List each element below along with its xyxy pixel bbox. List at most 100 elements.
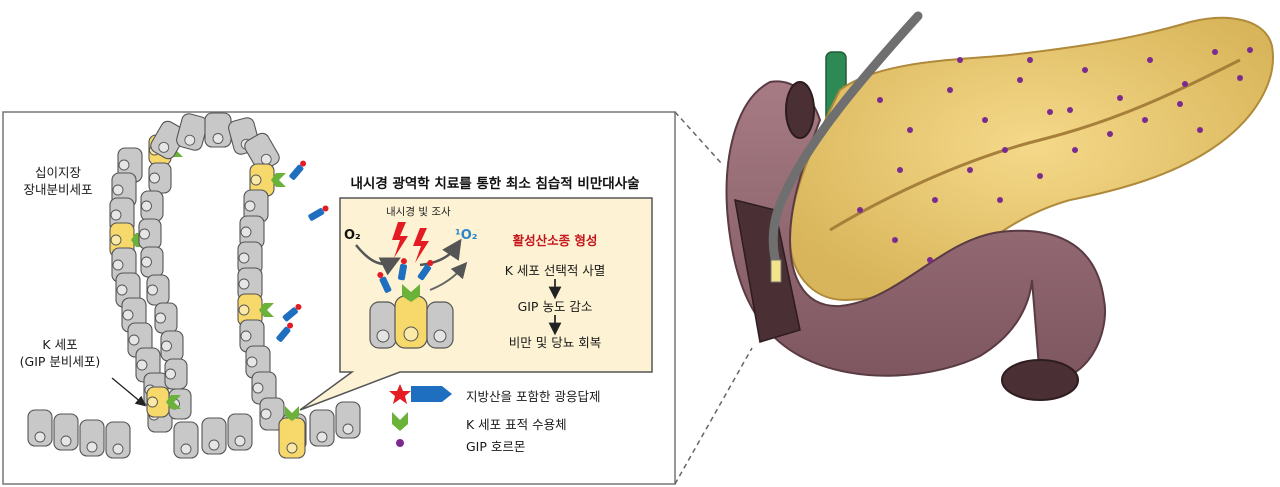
epithelial-cell [79, 419, 105, 457]
legend-photosensitizer-icon [389, 384, 452, 404]
photosensitizer-icon [289, 164, 304, 180]
islet-dot [967, 167, 973, 173]
islet-dot [1197, 127, 1203, 133]
k-cell [278, 417, 306, 459]
islet-dot [1247, 47, 1253, 53]
epithelial-cell [148, 162, 172, 194]
pancreas-islets [857, 47, 1253, 263]
photosensitizer-icon [282, 307, 298, 322]
oxygen-label: O₂ [344, 228, 361, 243]
light-bolt-icon [413, 228, 429, 263]
epithelial-cell [251, 371, 277, 405]
islet-dot [1002, 147, 1008, 153]
epithelial-cell [335, 401, 361, 439]
singlet-oxygen-label: ¹O₂ [455, 228, 478, 243]
legend-gip-hormone-icon [396, 439, 404, 447]
islet-dot [1047, 109, 1053, 115]
floating-photosensitizers [276, 160, 329, 342]
photosensitizer-star [287, 322, 294, 329]
islet-dot [907, 127, 913, 133]
islet-dot [1037, 173, 1043, 179]
islet-dot [1067, 107, 1073, 113]
epithelial-cell [243, 189, 269, 223]
inset-title: 내시경 광역학 치료를 통한 최소 침습적 비만대사술 [350, 176, 640, 192]
legend-receptor-icon [392, 412, 408, 431]
epithelial-cell [138, 218, 162, 250]
epithelial-cell [239, 215, 265, 249]
islet-dot [897, 167, 903, 173]
photosensitizer-icon [308, 208, 325, 221]
duodenum-opening [734, 198, 801, 343]
islet-dot [932, 197, 938, 203]
kcell-label-line1: K 세포 [42, 337, 78, 352]
singlet-oxygen-arrow [419, 238, 462, 267]
kcell-label: K 세포 (GIP 분비세포) [0, 336, 120, 370]
islet-dot [982, 117, 988, 123]
islet-dot [877, 97, 883, 103]
photosensitizer-star [322, 205, 329, 212]
receptor-icon [285, 406, 299, 421]
islet-dot [957, 57, 963, 63]
intestinal-villi [27, 112, 361, 459]
islet-dot [1182, 81, 1188, 87]
photosensitizer-star [295, 303, 302, 310]
islet-dot [857, 207, 863, 213]
endoscope-tip [770, 259, 782, 283]
epithelial-cell [164, 358, 188, 390]
epithelial-cell [227, 413, 253, 451]
islet-dot [1142, 117, 1148, 123]
islet-dot [1107, 131, 1113, 137]
epithelial-cell [173, 421, 199, 459]
islet-dot [1177, 101, 1183, 107]
epithelial-cell [245, 345, 271, 379]
islet-dot [947, 87, 953, 93]
epithelial-cell [140, 246, 164, 278]
anatomy-illustration [725, 11, 1274, 401]
islet-dot [1117, 95, 1123, 101]
epithelial-cell [53, 413, 79, 451]
receptor-icon [259, 303, 274, 317]
islet-dot [892, 237, 898, 243]
epithelial-cell [259, 397, 285, 431]
step-recovery: 비만 및 당뇨 회복 [508, 335, 602, 350]
mechanism-callout [299, 197, 653, 411]
islet-dot [1017, 77, 1023, 83]
epithelial-cell [160, 330, 184, 362]
kcell-pointer-arrow [111, 377, 146, 407]
islet-dot [997, 197, 1003, 203]
epithelial-cell [154, 302, 178, 334]
islet-dot [1237, 75, 1243, 81]
islet-dot [1147, 57, 1153, 63]
duodenum-top-lumen [785, 81, 815, 139]
kcell-label-line2: (GIP 분비세포) [19, 354, 101, 369]
epithelial-cell [27, 409, 53, 447]
release-arrow [429, 261, 468, 291]
legend-photosensitizer-label: 지방산을 포함한 광응답제 [466, 389, 601, 404]
leader-line-bottom [674, 347, 753, 485]
duodenum-label-line2: 장내분비세포 [23, 182, 93, 197]
islet-dot [1212, 49, 1218, 55]
step-gip-decrease: GIP 농도 감소 [517, 299, 593, 314]
duodenum-label-line1: 십이지장 [34, 165, 81, 180]
k-cell [146, 386, 170, 418]
receptor-icon [166, 395, 181, 409]
leader-line-top [674, 111, 723, 165]
pancreas [788, 16, 1274, 302]
epithelial-cell [150, 120, 186, 160]
epithelial-cell [204, 112, 232, 148]
illumination-label: 내시경 빛 조사 [386, 206, 451, 218]
step-kcell-apoptosis: K 세포 선택적 사멸 [504, 263, 606, 278]
epithelial-cell [309, 409, 335, 447]
callout-cells [369, 284, 454, 349]
islet-dot [927, 257, 933, 263]
islet-dot [1082, 67, 1088, 73]
legend-receptor-label: K 세포 표적 수용체 [466, 417, 567, 432]
islet-dot [1027, 57, 1033, 63]
epithelial-cell [140, 190, 164, 222]
step-ros-formation: 활성산소종 형성 [512, 233, 598, 248]
oxygen-arrow [355, 244, 401, 276]
epithelial-cell [146, 274, 170, 306]
epithelial-cell [105, 421, 131, 459]
pancreatic-duct [829, 58, 1241, 232]
